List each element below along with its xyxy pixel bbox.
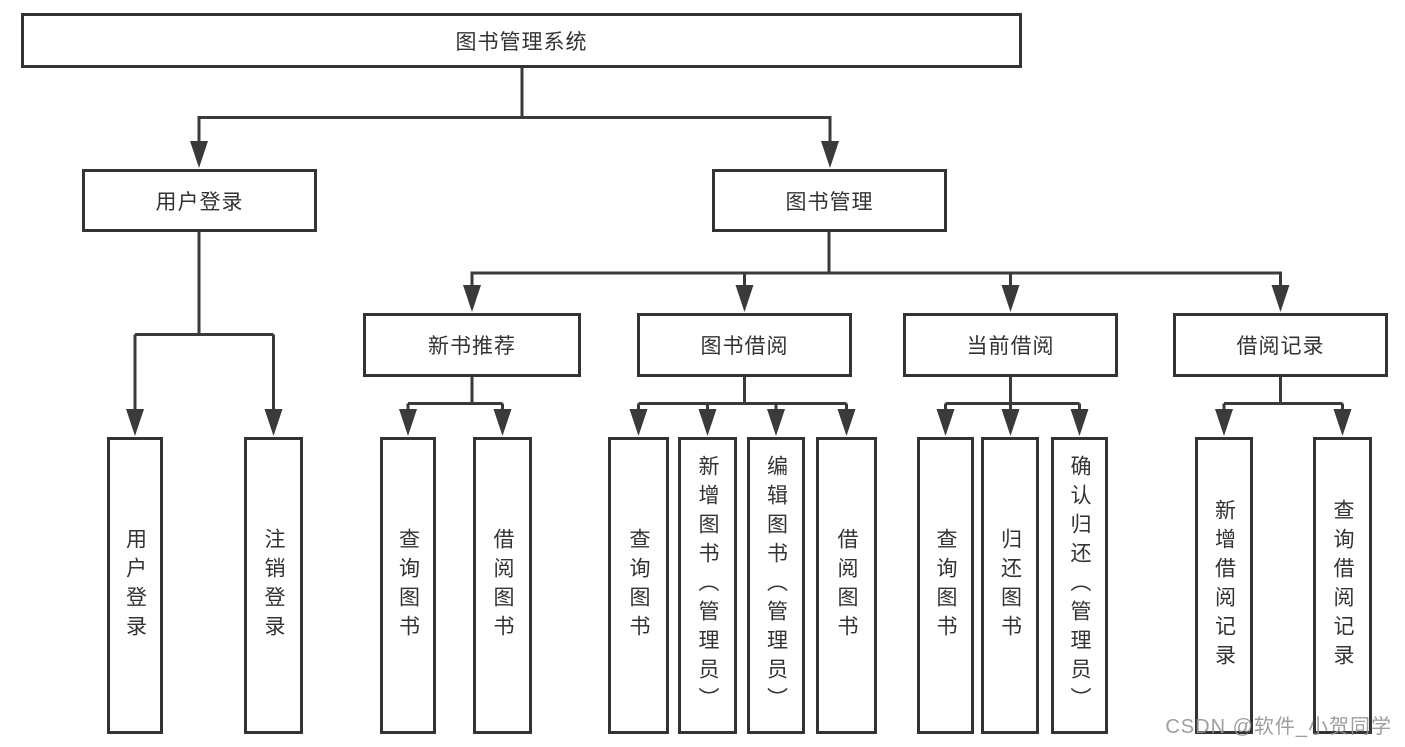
node-leaf-logout-label: 注销登录 xyxy=(262,527,285,644)
arrow-down-icon xyxy=(698,409,717,436)
watermark: CSDN @软件_小贺同学 xyxy=(1165,716,1392,738)
node-library-system-label: 图书管理系统 xyxy=(455,30,588,54)
node-leaf-query-books-rec: 查询图书 xyxy=(380,437,436,734)
arrow-down-icon xyxy=(463,285,481,312)
node-leaf-edit-books-admin: 编辑图书（管理员） xyxy=(747,437,805,734)
node-leaf-query-books-bb: 查询图书 xyxy=(608,437,669,734)
node-book-management: 图书管理 xyxy=(712,169,947,232)
node-user-login-label: 用户登录 xyxy=(155,190,244,214)
node-leaf-query-books-cb-label: 查询图书 xyxy=(934,527,957,644)
node-leaf-add-borrow-record-label: 新增借阅记录 xyxy=(1212,498,1236,673)
node-leaf-borrow-books-rec-label: 借阅图书 xyxy=(491,527,514,644)
node-leaf-confirm-return-admin-label: 确认归还（管理员） xyxy=(1068,455,1091,716)
arrow-down-icon xyxy=(936,409,955,436)
node-borrowing-records-label: 借阅记录 xyxy=(1236,335,1325,358)
node-leaf-add-borrow-record: 新增借阅记录 xyxy=(1195,437,1253,734)
arrow-down-icon xyxy=(1070,409,1089,436)
node-leaf-borrow-books-bb: 借阅图书 xyxy=(816,437,877,734)
arrow-down-icon xyxy=(821,141,839,168)
arrow-down-icon xyxy=(1215,409,1233,436)
connector-user-login-to-leaves xyxy=(133,231,275,412)
node-borrowing-records: 借阅记录 xyxy=(1173,313,1388,377)
node-leaf-add-books-admin-label: 新增图书（管理员） xyxy=(696,455,719,716)
arrow-down-icon xyxy=(126,409,144,436)
arrow-down-icon xyxy=(629,409,648,436)
node-current-borrowing-label: 当前借阅 xyxy=(966,335,1055,358)
node-leaf-logout: 注销登录 xyxy=(244,437,303,734)
connector-root-to-level1 xyxy=(197,66,832,144)
arrow-down-icon xyxy=(735,285,754,312)
node-leaf-return-books-label: 归还图书 xyxy=(998,527,1022,644)
node-leaf-query-borrow-record-label: 查询借阅记录 xyxy=(1331,498,1354,673)
node-new-book-recommendation-label: 新书推荐 xyxy=(428,335,516,358)
node-book-borrowing-label: 图书借阅 xyxy=(700,335,789,358)
arrow-down-icon xyxy=(493,409,512,436)
node-book-borrowing: 图书借阅 xyxy=(637,313,852,377)
arrow-down-icon xyxy=(190,141,208,168)
node-leaf-user-login: 用户登录 xyxy=(107,437,163,734)
arrow-down-icon xyxy=(1001,409,1020,436)
connector-book-mgmt-to-level2 xyxy=(470,231,1282,288)
node-leaf-borrow-books-rec: 借阅图书 xyxy=(473,437,532,734)
node-library-system: 图书管理系统 xyxy=(21,13,1022,68)
node-leaf-user-login-label: 用户登录 xyxy=(123,527,147,644)
arrow-down-icon xyxy=(767,409,785,436)
arrow-down-icon xyxy=(399,409,417,436)
arrow-down-icon xyxy=(1271,285,1290,312)
node-current-borrowing: 当前借阅 xyxy=(903,313,1118,377)
node-leaf-query-books-rec-label: 查询图书 xyxy=(396,527,420,644)
arrow-down-icon xyxy=(1001,285,1020,312)
node-new-book-recommendation: 新书推荐 xyxy=(363,313,581,377)
connector-borrow-records-to-leaves xyxy=(1222,375,1344,414)
node-leaf-query-borrow-record: 查询借阅记录 xyxy=(1313,437,1372,734)
arrow-down-icon xyxy=(264,409,283,436)
node-leaf-add-books-admin: 新增图书（管理员） xyxy=(678,437,737,734)
arrow-down-icon xyxy=(1333,409,1352,436)
node-leaf-query-books-bb-label: 查询图书 xyxy=(627,527,650,644)
node-leaf-edit-books-admin-label: 编辑图书（管理员） xyxy=(764,455,788,716)
node-leaf-borrow-books-bb-label: 借阅图书 xyxy=(835,527,858,644)
node-leaf-query-books-cb: 查询图书 xyxy=(917,437,974,734)
connector-current-borrow-to-leaves xyxy=(944,375,1081,414)
node-leaf-confirm-return-admin: 确认归还（管理员） xyxy=(1051,437,1108,734)
node-leaf-return-books: 归还图书 xyxy=(981,437,1039,734)
node-user-login: 用户登录 xyxy=(82,169,317,232)
connector-new-book-rec-to-leaves xyxy=(406,375,504,414)
node-book-management-label: 图书管理 xyxy=(785,190,874,214)
connector-book-borrow-to-leaves xyxy=(637,375,848,414)
arrow-down-icon xyxy=(837,409,856,436)
